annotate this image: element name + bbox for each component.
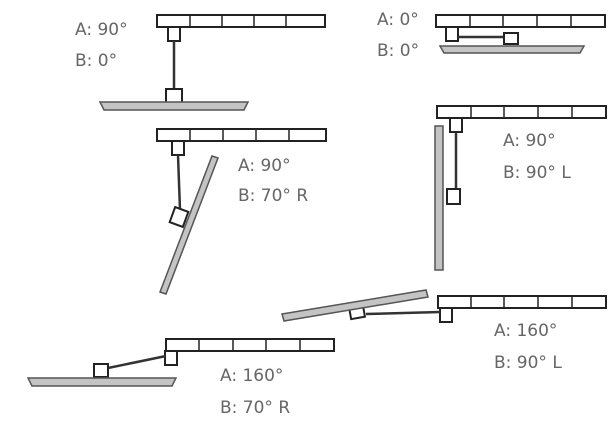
display-panel bbox=[438, 45, 586, 54]
angle-a-label: A: 160° bbox=[220, 366, 283, 386]
config-mid-right: A: 90° B: 90° L bbox=[434, 105, 607, 271]
config-top-left: A: 90° B: 0° bbox=[75, 14, 326, 111]
pivot-b bbox=[93, 363, 109, 378]
pivot-a bbox=[439, 307, 453, 323]
display-panel bbox=[281, 289, 429, 322]
angle-a-label: A: 160° bbox=[494, 321, 557, 341]
display-panel bbox=[98, 101, 250, 111]
config-mid-left: A: 90° B: 70° R bbox=[156, 128, 327, 295]
arm bbox=[107, 354, 167, 370]
display-panel bbox=[434, 125, 444, 271]
config-bottom-right: A: 160° B: 90° L bbox=[281, 289, 607, 373]
pivot-b bbox=[165, 88, 183, 104]
arm bbox=[176, 154, 182, 211]
display-panel bbox=[159, 155, 219, 295]
pivot-a bbox=[171, 140, 185, 156]
pivot-a bbox=[449, 117, 463, 133]
arm bbox=[365, 310, 441, 316]
pivot-b bbox=[168, 205, 190, 229]
ceiling-rail bbox=[436, 105, 607, 119]
angle-a-label: A: 90° bbox=[75, 20, 128, 40]
ceiling-rail bbox=[165, 338, 335, 352]
pivot-a bbox=[164, 350, 178, 366]
angle-b-label: B: 0° bbox=[377, 41, 419, 61]
angle-b-label: B: 90° L bbox=[494, 353, 562, 373]
ceiling-rail bbox=[156, 128, 327, 142]
angle-b-label: B: 70° R bbox=[220, 398, 290, 418]
pivot-a bbox=[445, 26, 459, 42]
angle-a-label: A: 90° bbox=[238, 156, 291, 176]
config-top-right: A: 0° B: 0° bbox=[377, 10, 606, 61]
angle-b-label: B: 90° L bbox=[503, 163, 571, 183]
angle-a-label: A: 0° bbox=[377, 10, 419, 30]
ceiling-rail bbox=[437, 295, 607, 309]
angle-b-label: B: 0° bbox=[75, 51, 117, 71]
ceiling-rail bbox=[156, 14, 326, 28]
angle-a-label: A: 90° bbox=[503, 131, 556, 151]
pivot-a bbox=[167, 26, 181, 42]
display-panel bbox=[26, 377, 178, 387]
angle-b-label: B: 70° R bbox=[238, 186, 308, 206]
config-bottom-left: A: 160° B: 70° R bbox=[26, 338, 335, 418]
pivot-b bbox=[446, 188, 461, 205]
ceiling-rail bbox=[435, 14, 606, 28]
pivot-b bbox=[503, 32, 519, 45]
